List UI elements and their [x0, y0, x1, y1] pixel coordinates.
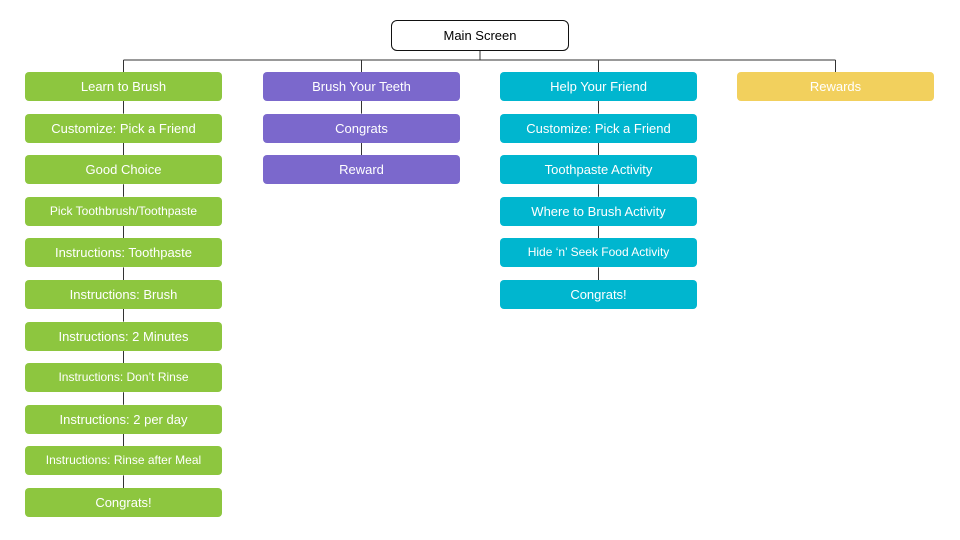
- flow-node-label: Rewards: [809, 79, 862, 94]
- flow-node-label: Customize: Pick a Friend: [526, 120, 671, 136]
- flow-node-label: Good Choice: [85, 162, 162, 178]
- flow-node-0-8[interactable]: Instructions: 2 per day: [25, 404, 222, 434]
- main-screen-node[interactable]: Main Screen: [391, 20, 569, 51]
- flow-node-0-6[interactable]: Instructions: 2 Minutes: [25, 321, 222, 351]
- flow-node-label: Instructions: Brush: [69, 287, 178, 302]
- flow-node-label: Customize: Pick a Friend: [51, 120, 196, 136]
- flow-node-label: Toothpaste Activity: [544, 162, 653, 178]
- flow-node-2-0[interactable]: Help Your Friend: [500, 72, 697, 101]
- flow-node-1-1[interactable]: Congrats: [263, 113, 460, 143]
- flow-node-2-3[interactable]: Where to Brush Activity: [500, 196, 697, 226]
- flow-node-label: Instructions: Toothpaste: [54, 245, 193, 261]
- flow-node-label: Congrats!: [95, 495, 152, 510]
- flow-node-label: Reward: [339, 162, 384, 178]
- flow-node-0-7[interactable]: Instructions: Don’t Rinse: [25, 363, 222, 393]
- main-screen-label: Main Screen: [443, 28, 517, 43]
- flow-node-0-10[interactable]: Congrats!: [25, 488, 222, 517]
- flow-node-2-2[interactable]: Toothpaste Activity: [500, 155, 697, 185]
- flow-node-label: Congrats: [335, 120, 388, 136]
- flow-node-2-4[interactable]: Hide ‘n’ Seek Food Activity: [500, 238, 697, 268]
- flow-node-0-9[interactable]: Instructions: Rinse after Meal: [25, 446, 222, 476]
- flow-node-label: Where to Brush Activity: [531, 203, 666, 219]
- flow-node-label: Instructions: Don’t Rinse: [58, 370, 189, 385]
- flow-node-0-3[interactable]: Pick Toothbrush/Toothpaste: [25, 196, 222, 226]
- flow-node-3-0[interactable]: Rewards: [737, 72, 934, 101]
- flow-node-2-1[interactable]: Customize: Pick a Friend: [500, 113, 697, 143]
- flow-node-1-0[interactable]: Brush Your Teeth: [263, 72, 460, 101]
- flow-node-label: Hide ‘n’ Seek Food Activity: [527, 245, 670, 260]
- flow-node-label: Instructions: 2 Minutes: [58, 328, 189, 344]
- flow-node-0-5[interactable]: Instructions: Brush: [25, 280, 222, 309]
- flow-node-2-5[interactable]: Congrats!: [500, 280, 697, 309]
- flow-node-0-2[interactable]: Good Choice: [25, 155, 222, 185]
- flow-node-label: Congrats!: [570, 287, 627, 302]
- flow-node-label: Learn to Brush: [80, 79, 167, 94]
- flow-node-0-0[interactable]: Learn to Brush: [25, 72, 222, 101]
- flow-node-label: Brush Your Teeth: [312, 79, 411, 94]
- flow-node-label: Instructions: Rinse after Meal: [45, 453, 202, 468]
- flow-node-label: Instructions: 2 per day: [59, 411, 188, 427]
- flow-node-0-4[interactable]: Instructions: Toothpaste: [25, 238, 222, 268]
- flow-node-1-2[interactable]: Reward: [263, 155, 460, 185]
- flow-node-label: Pick Toothbrush/Toothpaste: [49, 203, 198, 218]
- flow-node-label: Help Your Friend: [550, 79, 647, 94]
- flow-node-0-1[interactable]: Customize: Pick a Friend: [25, 113, 222, 143]
